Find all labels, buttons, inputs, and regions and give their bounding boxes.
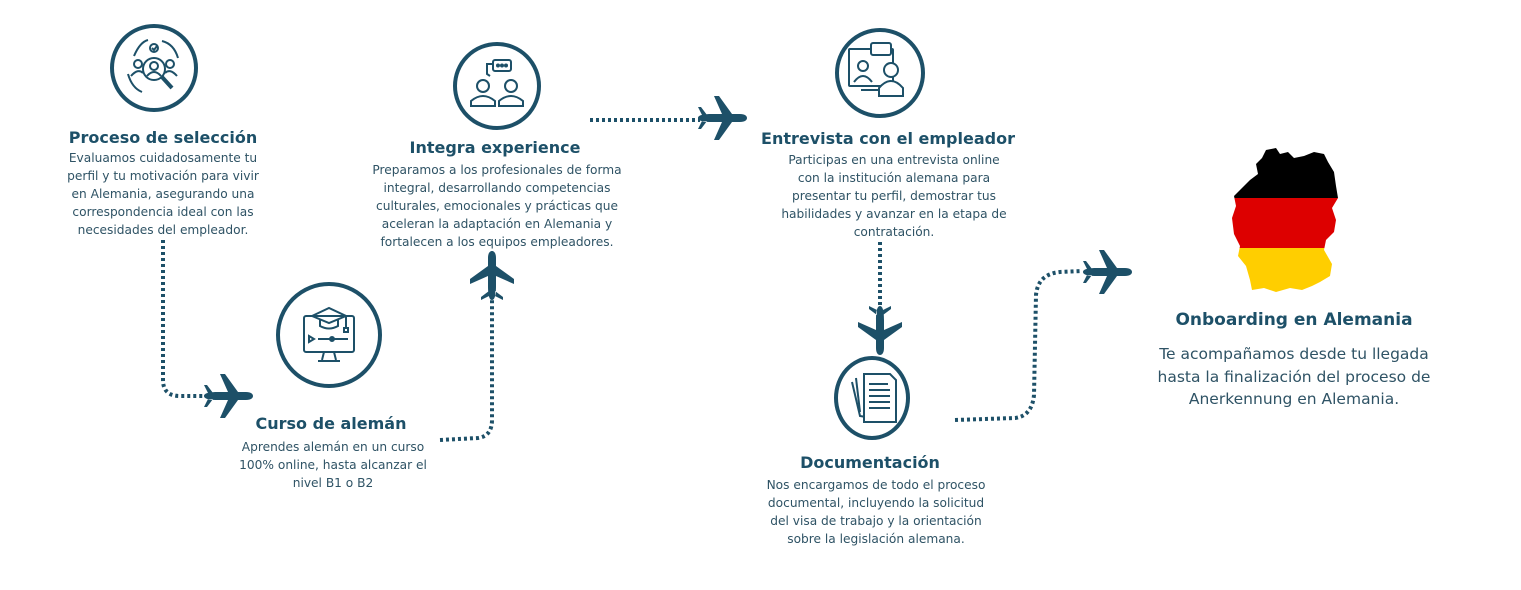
airplane-icon-3 bbox=[698, 96, 747, 140]
airplane-icon-4 bbox=[858, 306, 902, 355]
route-1 bbox=[161, 240, 205, 398]
people-conversation-icon bbox=[453, 42, 541, 130]
step-title: Proceso de selección bbox=[68, 128, 258, 147]
documents-icon bbox=[834, 356, 910, 440]
step-title: Integra experience bbox=[409, 138, 581, 157]
airplane-icon-5 bbox=[1083, 250, 1132, 294]
germany-flag-map-icon bbox=[1232, 148, 1338, 292]
airplane-icon-2 bbox=[470, 251, 514, 300]
step-title: Onboarding en Alemania bbox=[1175, 310, 1413, 330]
recruitment-search-icon bbox=[110, 24, 198, 112]
step-title: Curso de alemán bbox=[255, 414, 407, 433]
video-interview-icon bbox=[835, 28, 925, 118]
route-2 bbox=[439, 300, 494, 442]
step-title: Entrevista con el empleador bbox=[761, 129, 1015, 148]
route-5 bbox=[954, 269, 1083, 422]
online-course-icon bbox=[276, 282, 382, 388]
airplane-icon-1 bbox=[204, 374, 253, 418]
step-title: Documentación bbox=[800, 453, 940, 472]
